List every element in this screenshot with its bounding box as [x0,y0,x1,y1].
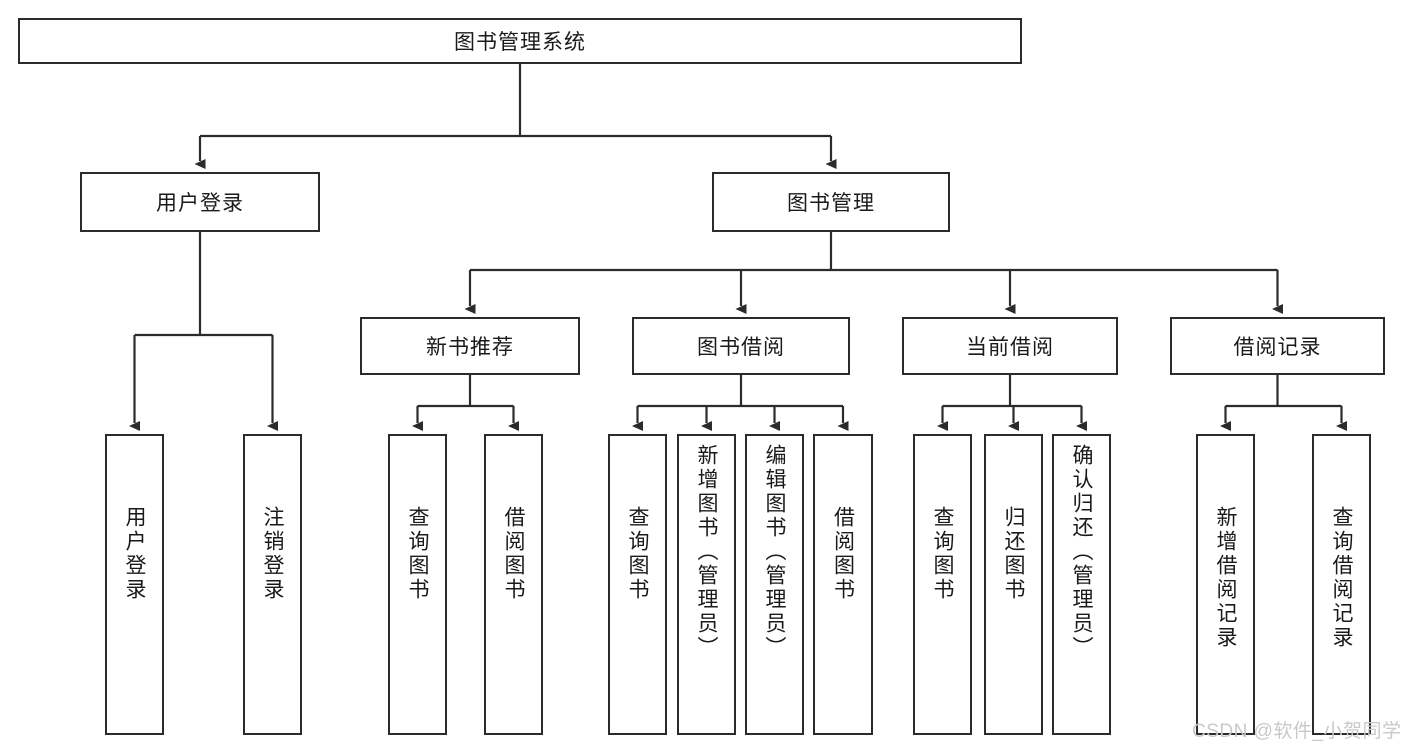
node-label: 当前借阅 [966,336,1054,359]
node-b_lend[interactable]: 借阅图书 [813,434,873,735]
node-label: 归还图书 [1002,506,1025,602]
node-label: 新增图书（管理员） [695,444,718,660]
node-login[interactable]: 用户登录 [80,172,320,232]
node-current[interactable]: 当前借阅 [902,317,1118,375]
node-label: 借阅图书 [831,506,855,602]
node-label: 图书借阅 [697,336,785,359]
node-label: 确认归还（管理员） [1070,444,1093,660]
node-label: 注销登录 [261,506,284,602]
node-root[interactable]: 图书管理系统 [18,18,1022,64]
node-label: 新增借阅记录 [1214,506,1237,650]
node-r_query[interactable]: 查询借阅记录 [1312,434,1371,735]
node-label: 借阅图书 [502,506,525,602]
node-borrow[interactable]: 图书借阅 [632,317,850,375]
node-c_query[interactable]: 查询图书 [913,434,972,735]
node-records[interactable]: 借阅记录 [1170,317,1385,375]
node-label: 新书推荐 [426,336,514,359]
node-label: 查询借阅记录 [1330,506,1353,650]
node-n_query[interactable]: 查询图书 [388,434,447,735]
node-label: 用户登录 [123,506,146,602]
node-bookmgmt[interactable]: 图书管理 [712,172,950,232]
node-l_logout[interactable]: 注销登录 [243,434,302,735]
node-c_return[interactable]: 归还图书 [984,434,1043,735]
node-label: 查询图书 [931,506,954,602]
node-label: 用户登录 [156,192,244,215]
node-b_add[interactable]: 新增图书（管理员） [677,434,736,735]
node-label: 编辑图书（管理员） [763,444,786,660]
node-l_login[interactable]: 用户登录 [105,434,164,735]
node-r_add[interactable]: 新增借阅记录 [1196,434,1255,735]
node-label: 图书管理系统 [454,31,586,54]
node-c_confirm[interactable]: 确认归还（管理员） [1052,434,1111,735]
node-b_edit[interactable]: 编辑图书（管理员） [745,434,804,735]
watermark: CSDN @软件_小贺同学 [1192,721,1402,742]
node-newbook[interactable]: 新书推荐 [360,317,580,375]
node-label: 借阅记录 [1233,336,1322,359]
node-label: 查询图书 [406,506,429,602]
node-label: 查询图书 [626,506,649,602]
node-b_query[interactable]: 查询图书 [608,434,667,735]
node-label: 图书管理 [787,192,875,215]
node-n_borrow[interactable]: 借阅图书 [484,434,543,735]
